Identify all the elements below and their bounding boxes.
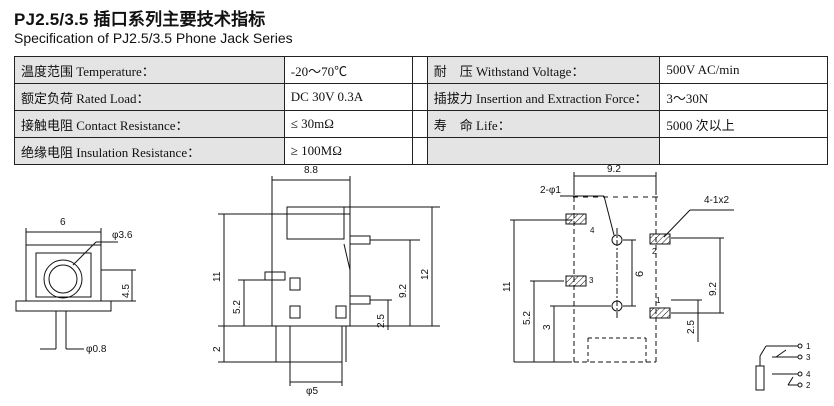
dim-side-bottom: φ5 [306,386,318,397]
dim-front-width: 6 [60,217,66,228]
dim-pcb-width: 9.2 [607,164,621,175]
pcb-pad-4 [565,213,587,225]
pcb-pad-3 [565,275,587,287]
side-view [218,176,440,386]
spec-label: 绝缘电阻 Insulation Resistance： [14,137,285,165]
schematic-pin: 1 [806,342,811,351]
table-row: 绝缘电阻 Insulation Resistance： ≥ 100MΩ [14,137,828,165]
spec-value: 500V AC/min [659,56,828,84]
pcb-layout [510,172,734,363]
front-view [15,228,136,350]
dim-side-inner: 9.2 [398,284,409,298]
table-row: 接触电阻 Contact Resistance： ≤ 30mΩ 寿 命 Life… [14,110,828,138]
dim-pcb-left: 5.2 [522,311,533,325]
schematic-pin: 4 [806,370,811,379]
dim-side-total: 12 [420,268,431,280]
dim-pcb-right-pitch: 2.5 [686,320,697,334]
dim-side-overall: 11 [212,271,223,282]
dim-pcb-low: 3 [542,324,553,330]
dim-side-pitch: 2.5 [376,314,387,328]
spec-label: 寿 命 Life： [426,110,661,138]
pad-number: 2 [652,247,657,256]
spec-label: 温度范围 Temperature： [14,56,285,84]
spec-value: ≥ 100MΩ [283,137,413,165]
page-subtitle: Specification of PJ2.5/3.5 Phone Jack Se… [14,30,293,46]
table-row: 温度范围 Temperature： -20～70℃ 耐 压 Withstand … [14,56,828,84]
spec-value: -20～70℃ [283,56,413,84]
dim-side-pin-h: 5.2 [232,300,243,314]
spec-gap [411,137,428,165]
dim-side-base: 2 [212,346,223,352]
spec-label: 插拔力 Insertion and Extraction Force： [426,83,661,111]
pad-number: 4 [590,226,595,235]
schematic-pin: 3 [806,353,811,362]
dim-pcb-overall: 11 [502,281,513,292]
dim-pcb-pitch: 6 [634,271,646,277]
spec-value: ≤ 30mΩ [283,110,413,138]
dim-front-hole: φ3.6 [112,230,133,241]
spec-label: 耐 压 Withstand Voltage： [426,56,661,84]
spec-label: 接触电阻 Contact Resistance： [14,110,285,138]
dim-front-height: 4.5 [121,284,132,298]
spec-table: 温度范围 Temperature： -20～70℃ 耐 压 Withstand … [14,56,828,165]
pcb-pad-2 [649,233,671,245]
spec-value: 3～30N [659,83,828,111]
spec-value: 5000 次以上 [659,110,828,138]
spec-value [659,137,828,165]
page-title: PJ2.5/3.5 插口系列主要技术指标 [14,10,266,29]
spec-label: 额定负荷 Rated Load： [14,83,285,111]
dim-pcb-holes: 2-φ1 [540,185,561,196]
pad-number: 3 [589,276,594,285]
table-row: 额定负荷 Rated Load： DC 30V 0.3A 插拔力 Inserti… [14,83,828,111]
dim-pcb-pads: 4-1x2 [704,195,729,206]
dim-front-pin: φ0.8 [86,344,107,355]
pad-number: 1 [656,296,661,305]
spec-gap [411,83,428,111]
dim-pcb-right: 9.2 [708,282,719,296]
pcb-pad-1 [649,307,671,319]
schematic-pin: 2 [806,381,811,390]
dim-side-top: 8.8 [304,165,318,176]
spec-label [426,137,661,165]
jack-schematic [755,343,803,391]
